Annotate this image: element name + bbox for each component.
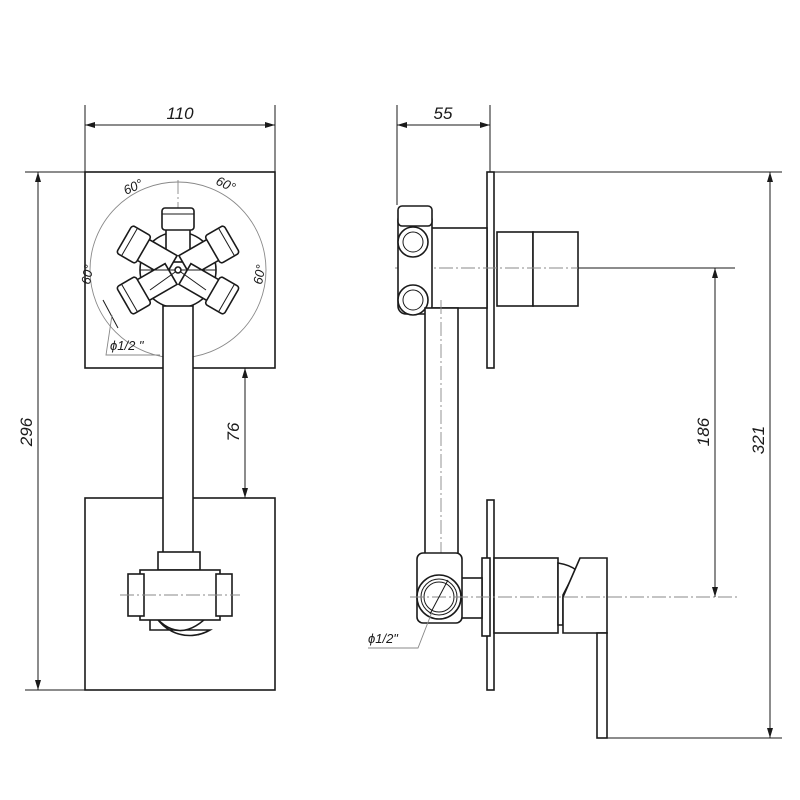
angle-label: 60° bbox=[121, 176, 145, 198]
front-mixer-valve bbox=[120, 551, 240, 637]
side-view: ϕ1/2" 55 186 321 bbox=[368, 104, 782, 739]
side-pipe bbox=[424, 307, 459, 559]
diverter-knob bbox=[532, 231, 579, 307]
front-pipe bbox=[162, 305, 194, 557]
angle-label: 60° bbox=[78, 264, 96, 286]
dim-overall-side: 321 bbox=[749, 426, 768, 454]
mixer-body bbox=[493, 557, 559, 634]
angle-label: 60° bbox=[250, 264, 268, 286]
thread-label-side: ϕ1/2" bbox=[368, 631, 399, 646]
thread-label-front: ϕ1/2 " bbox=[110, 338, 145, 353]
outlet-lower-right bbox=[177, 262, 240, 315]
dim-depth-side: 55 bbox=[434, 104, 453, 123]
dim-plate-gap: 76 bbox=[224, 422, 243, 441]
dim-width-front: 110 bbox=[166, 104, 194, 123]
dim-center-distance: 186 bbox=[694, 417, 713, 446]
dim-height-total: 296 bbox=[17, 417, 36, 447]
mixer-lever-head bbox=[562, 557, 608, 634]
front-view: 110 296 76 60° 60° 60° 60° ϕ1/2 " bbox=[17, 104, 276, 691]
mixer-lever bbox=[596, 632, 608, 739]
outlet-lower-left bbox=[116, 262, 179, 315]
side-top-plate bbox=[486, 171, 495, 369]
